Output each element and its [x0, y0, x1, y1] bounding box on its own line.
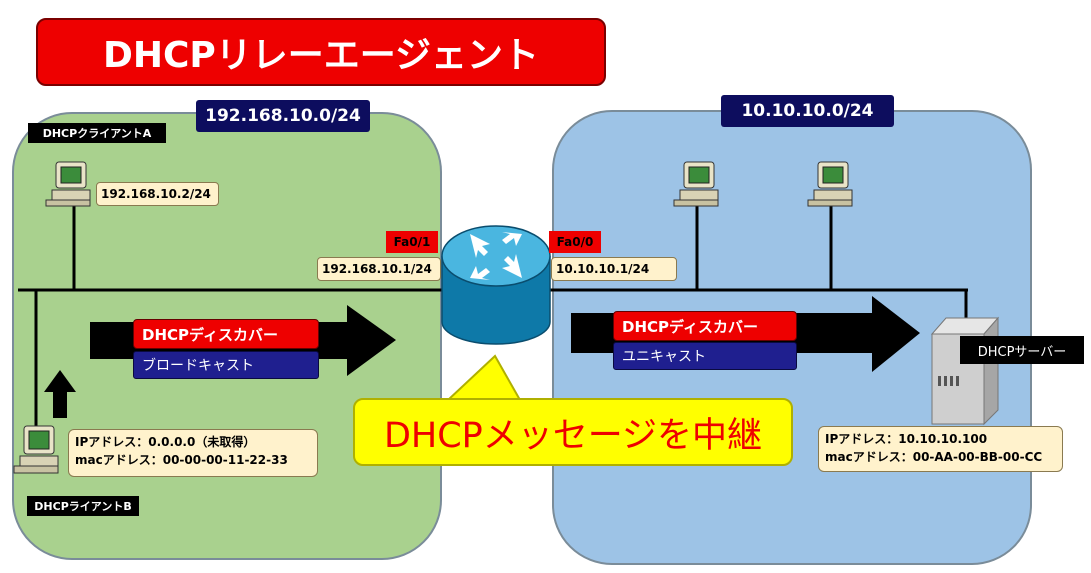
port-label-right: Fa0/0 — [549, 231, 601, 253]
pc-icon[interactable] — [806, 160, 858, 208]
network-label-left: 192.168.10.0/24 — [196, 100, 370, 132]
server-info: IPアドレス：10.10.10.100 macアドレス：00-AA-00-BB-… — [818, 426, 1063, 472]
message-left-title: DHCPディスカバー — [133, 319, 319, 349]
network-label-right: 10.10.10.0/24 — [721, 95, 894, 127]
pc-icon[interactable] — [672, 160, 724, 208]
server-label: DHCPサーバー — [960, 336, 1084, 364]
client-b-info: IPアドレス：0.0.0.0（未取得） macアドレス：00-00-00-11-… — [68, 429, 318, 477]
message-right-sub: ユニキャスト — [613, 342, 797, 370]
port-label-left: Fa0/1 — [386, 231, 438, 253]
pc-icon[interactable] — [44, 160, 96, 208]
message-right-title: DHCPディスカバー — [613, 311, 797, 341]
pc-icon[interactable] — [12, 424, 64, 476]
relay-callout: DHCPメッセージを中継 — [353, 398, 793, 466]
router-icon[interactable] — [440, 212, 552, 354]
client-b-ip: IPアドレス：0.0.0.0（未取得） — [75, 435, 256, 449]
client-b-label: DHCPライアントB — [27, 496, 139, 516]
server-icon[interactable] — [928, 314, 1000, 426]
router-ip-left: 192.168.10.1/24 — [317, 257, 441, 281]
server-ip: IPアドレス：10.10.10.100 — [825, 432, 988, 446]
router-ip-right: 10.10.10.1/24 — [551, 257, 677, 281]
client-a-ip: 192.168.10.2/24 — [96, 182, 219, 206]
server-mac: macアドレス：00-AA-00-BB-00-CC — [825, 450, 1043, 464]
diagram-title: DHCPリレーエージェント — [36, 18, 606, 86]
client-b-mac: macアドレス：00-00-00-11-22-33 — [75, 453, 288, 467]
client-a-label: DHCPクライアントA — [28, 123, 166, 143]
message-left-sub: ブロードキャスト — [133, 351, 319, 379]
